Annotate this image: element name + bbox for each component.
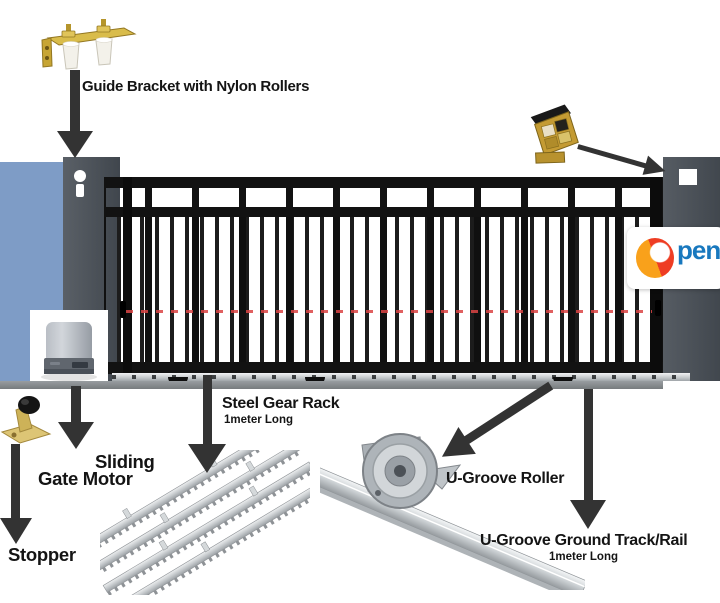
sliding-gate bbox=[104, 177, 667, 374]
label-guide-bracket: Guide Bracket with Nylon Rollers bbox=[82, 78, 310, 95]
label-ground-track: U-Groove Ground Track/Rail bbox=[480, 532, 688, 549]
gate-middle-rail bbox=[104, 207, 667, 217]
motor-photo-box bbox=[30, 310, 108, 386]
logo-o-swirl-icon bbox=[636, 238, 674, 278]
gate-left-latch bbox=[120, 301, 126, 318]
catcher-mount-mark bbox=[679, 169, 697, 185]
guide-bracket-image bbox=[41, 19, 137, 70]
gate-left-frame bbox=[123, 177, 132, 374]
gate-red-dashed-line bbox=[126, 310, 652, 313]
gate-right-latch bbox=[655, 300, 661, 316]
ground-line bbox=[0, 381, 663, 389]
label-stopper: Stopper bbox=[8, 544, 76, 565]
gate-main-bars bbox=[104, 217, 667, 362]
brand-logo: pen bbox=[627, 227, 720, 289]
gate-top-rail bbox=[104, 177, 667, 188]
label-u-groove-roller: U-Groove Roller bbox=[446, 470, 565, 487]
motor-image bbox=[41, 322, 97, 381]
label-gear-rack: Steel Gear Rack bbox=[222, 395, 340, 412]
gate-bottom-rail bbox=[104, 362, 667, 374]
stopper-image bbox=[0, 396, 52, 444]
logo-text: pen bbox=[677, 235, 720, 265]
gear-rack-image bbox=[100, 450, 310, 595]
gate-upper-pickets bbox=[104, 188, 667, 207]
guide-bracket-mount-mark bbox=[74, 170, 86, 182]
label-ground-track-sub: 1meter Long bbox=[549, 551, 619, 563]
gate-catcher-image bbox=[530, 104, 579, 164]
u-groove-roller-image bbox=[320, 433, 585, 590]
guide-bracket-mount-slot bbox=[76, 184, 84, 197]
label-motor-line1: Sliding bbox=[95, 451, 155, 472]
label-gear-rack-sub: 1meter Long bbox=[224, 414, 294, 426]
gate-track-rail bbox=[112, 373, 690, 381]
gear-rack-teeth-marks bbox=[112, 375, 690, 379]
label-motor-line2: Gate Motor bbox=[38, 468, 133, 489]
